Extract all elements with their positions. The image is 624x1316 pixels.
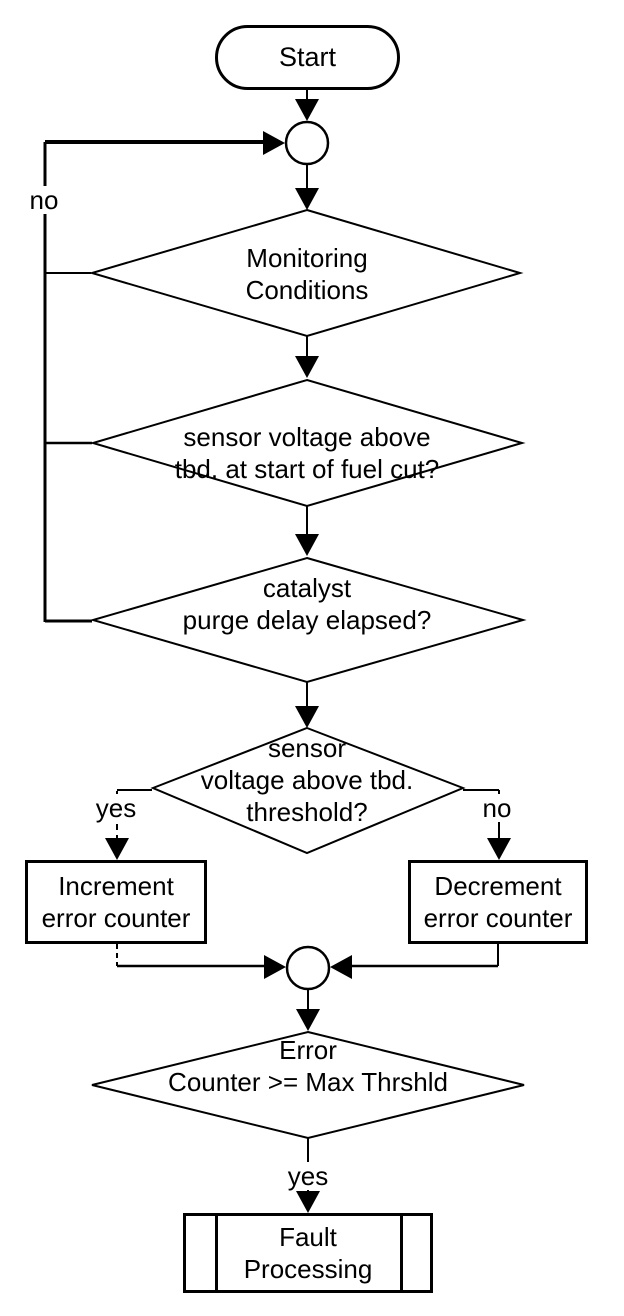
decision-error-counter-label: Error Counter >= Max Thrshld: [168, 1035, 448, 1097]
decision-fuel-cut-label: sensor voltage above tbd. at start of fu…: [174, 422, 440, 484]
start-terminator: Start: [215, 25, 400, 90]
decision-threshold-shape: [150, 726, 466, 855]
decision-monitoring-shape: [88, 208, 524, 338]
decision-fuel-cut-shape: [89, 378, 526, 508]
no-loop-label: no: [26, 186, 62, 214]
arrowhead-into-increment: [105, 838, 129, 860]
predefined-process-fault-label: Fault Processing: [243, 1222, 373, 1284]
start-label: Start: [278, 42, 337, 72]
arrowhead-no-loop: [263, 131, 285, 155]
arrowhead-into-decrement: [487, 838, 511, 860]
decision-purge-delay-label: catalyst purge delay elapsed?: [182, 573, 432, 635]
decision-threshold-label: sensor voltage above tbd. threshold?: [200, 733, 414, 827]
decision-monitoring-label: Monitoring Conditions: [245, 243, 369, 305]
arrowhead-merge-left: [264, 955, 286, 979]
predefined-process-fault: Fault Processing: [183, 1213, 433, 1293]
junction-circle-merge: [285, 945, 331, 991]
yes-branch-label: yes: [88, 794, 144, 822]
predefined-process-right-bar: [400, 1216, 403, 1290]
arrowhead-into-fuel-cut: [295, 356, 319, 378]
predefined-process-left-bar: [215, 1216, 218, 1290]
process-increment: Increment error counter: [25, 860, 207, 944]
process-decrement-label: Decrement error counter: [423, 871, 573, 933]
arrowhead-merge-right: [330, 955, 352, 979]
arrowhead-into-monitoring: [295, 188, 319, 210]
decision-purge-delay-shape: [89, 556, 527, 684]
process-decrement: Decrement error counter: [408, 860, 588, 944]
decision-error-counter-shape: [91, 1030, 525, 1140]
process-increment-label: Increment error counter: [41, 871, 191, 933]
arrowhead-into-threshold: [295, 706, 319, 728]
arrowhead-into-fault: [296, 1191, 320, 1213]
no-branch-label: no: [473, 794, 521, 822]
arrowhead-into-top-junction: [295, 99, 319, 121]
yes-fault-label: yes: [280, 1162, 336, 1190]
junction-circle-top: [284, 120, 330, 166]
arrowhead-into-purge-delay: [295, 534, 319, 556]
arrowhead-into-error-counter: [296, 1009, 320, 1031]
